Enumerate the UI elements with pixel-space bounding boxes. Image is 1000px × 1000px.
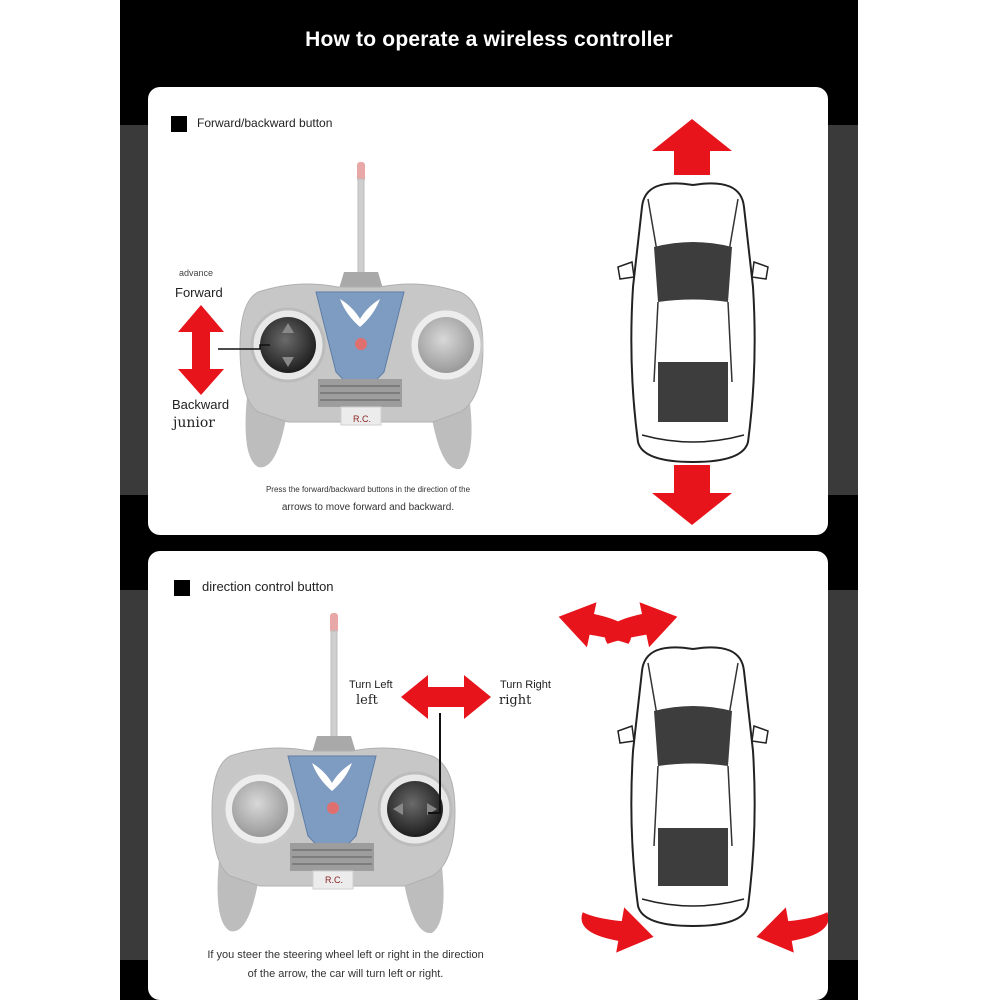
arrow-down-icon: [652, 465, 732, 525]
caption-line-2: of the arrow, the car will turn left or …: [247, 968, 444, 980]
caption-line-2: arrows to move forward and backward.: [281, 502, 455, 513]
power-led: [355, 338, 367, 350]
label-right: right: [499, 693, 532, 708]
section-heading: direction control button: [202, 579, 334, 594]
label-left: left: [356, 693, 378, 708]
bullet-square-icon: [171, 116, 187, 132]
infographic-frame: How to operate a wireless controller: [120, 0, 858, 1000]
panel-forward-backward: Forward/backward button advance Forward …: [148, 87, 828, 535]
side-mirrors: [617, 724, 769, 744]
rc-badge-text: R.C.: [353, 414, 371, 424]
antenna-tip: [330, 613, 338, 633]
remote-control: [211, 613, 456, 934]
forward-backward-knob: [260, 317, 316, 373]
antenna: [330, 630, 338, 744]
tribal-emblem: [312, 763, 352, 791]
tribal-emblem: [340, 299, 380, 327]
arrow-rear-right-icon: [756, 907, 828, 953]
caption-line-1: If you steer the steering wheel left or …: [207, 949, 484, 961]
rc-badge-plate: [340, 406, 382, 426]
rear-window: [658, 828, 728, 886]
arrow-up-icon: [652, 119, 732, 175]
label-advance: advance: [179, 268, 214, 278]
car-top-view: [617, 182, 769, 464]
label-turn-right: Turn Right: [500, 679, 551, 691]
car-top-view: [617, 646, 769, 928]
antenna: [357, 178, 365, 280]
panel-direction-control: direction control button Turn Left left …: [148, 551, 828, 1000]
power-led: [327, 802, 339, 814]
rear-window: [658, 362, 728, 422]
arrow-rear-left-icon: [581, 907, 654, 953]
left-right-arrow: [401, 675, 491, 719]
section-heading: Forward/backward button: [197, 116, 333, 130]
steering-knob: [387, 781, 443, 837]
caption-line-1: Press the forward/backward buttons in th…: [265, 485, 471, 494]
pointer-line: [218, 344, 270, 350]
side-mirrors: [617, 260, 769, 280]
page-title: How to operate a wireless controller: [305, 28, 673, 51]
label-junior: junior: [173, 415, 215, 431]
label-turn-left: Turn Left: [349, 679, 393, 691]
rc-badge-plate: [312, 870, 354, 890]
knob-arrows: [282, 323, 294, 367]
knob-arrows: [393, 803, 437, 815]
arrow-front-left-icon: [558, 602, 632, 648]
forward-backward-knob: [232, 781, 288, 837]
antenna-tip: [357, 162, 365, 182]
windshield: [654, 242, 732, 302]
bullet-square-icon: [174, 580, 190, 596]
rc-badge-text: R.C.: [325, 875, 343, 885]
label-backward: Backward: [172, 397, 230, 412]
pointer-line: [428, 713, 441, 814]
forward-backward-arrow: [178, 305, 224, 395]
remote-control: [239, 162, 484, 470]
steering-knob: [418, 317, 474, 373]
label-forward: Forward: [175, 285, 223, 300]
direction-control-illustration: [211, 602, 828, 953]
forward-backward-illustration: [178, 119, 769, 525]
windshield: [654, 706, 732, 766]
